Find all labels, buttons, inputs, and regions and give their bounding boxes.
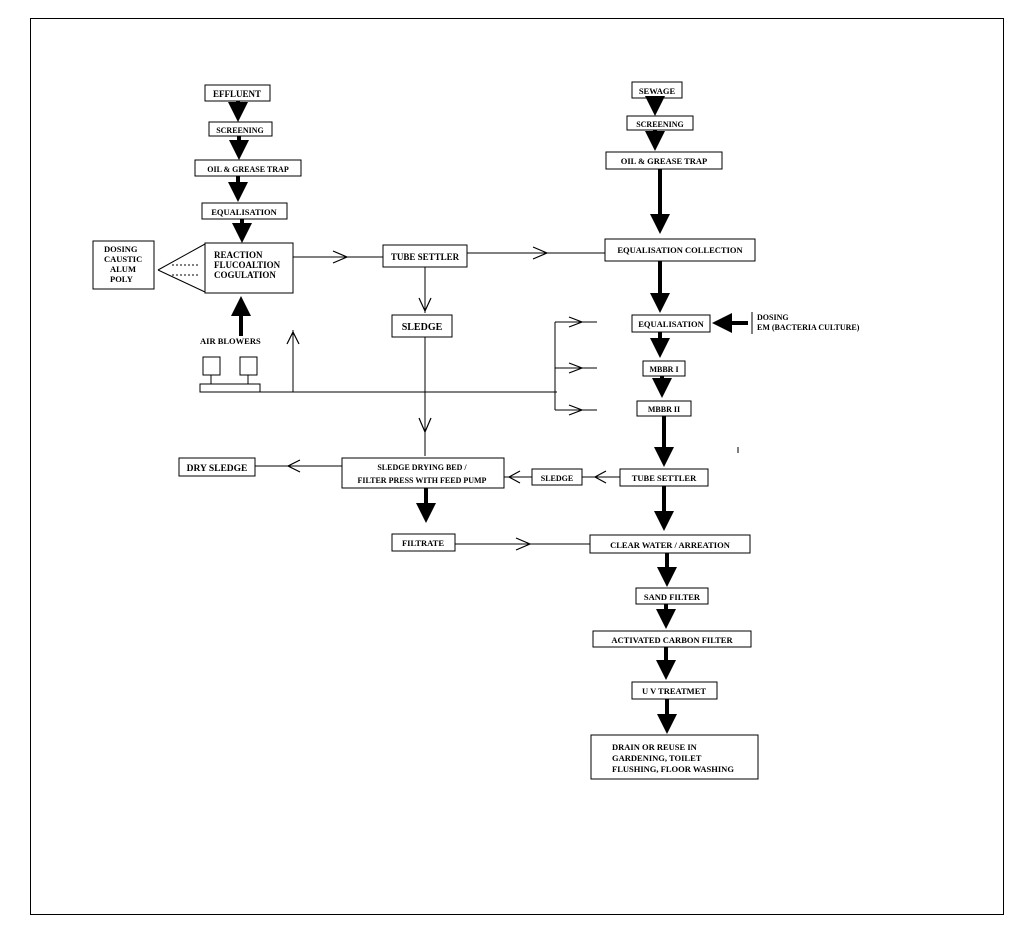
left-equalisation-label: EQUALISATION	[211, 207, 277, 217]
sledge-drying-line-1: SLEDGE DRYING BED /	[377, 463, 467, 472]
right-tube-settler-label: TUBE SETTLER	[632, 473, 697, 483]
reaction-line-3: COGULATION	[214, 270, 276, 280]
sledge-label: SLEDGE	[402, 322, 443, 333]
left-equalisation-box: EQUALISATION	[201, 202, 288, 220]
dosing-em-box: DOSING EM (BACTERIA CULTURE)	[751, 312, 860, 334]
dosing-em-line-2: EM (BACTERIA CULTURE)	[757, 323, 860, 332]
dosing-em-line-1: DOSING	[757, 313, 789, 322]
left-oil-grease-box: OIL & GREASE TRAP	[194, 159, 302, 177]
left-screening-box: SCREENING	[208, 121, 273, 137]
reaction-box: REACTION FLUCOALTION COGULATION	[204, 242, 294, 294]
mbbr2-label: MBBR II	[648, 405, 680, 414]
arrowhead-reaction-tubesettler	[332, 250, 349, 264]
dry-sledge-label: DRY SLEDGE	[187, 464, 248, 474]
arrowhead-filtrate-clearwater	[515, 537, 532, 551]
air-blower-units	[199, 356, 261, 393]
sewage-label: SEWAGE	[639, 86, 676, 96]
clear-water-label: CLEAR WATER / ARREATION	[610, 540, 731, 550]
drain-line-1: DRAIN OR REUSE IN	[612, 742, 698, 752]
arrowhead-tubesettler-eqcollection	[532, 246, 549, 260]
equalisation-collection-label: EQUALISATION COLLECTION	[617, 245, 743, 255]
arrowhead-tubesettler-sledge	[418, 297, 432, 313]
dosing-line-2: CAUSTIC	[104, 254, 142, 264]
right-screening-label: SCREENING	[636, 120, 684, 129]
uv-box: U V TREATMET	[631, 681, 718, 700]
dosing-line-4: POLY	[110, 274, 133, 284]
sewage-box: SEWAGE	[631, 81, 683, 99]
drain-line-2: GARDENING, TOILET	[612, 753, 702, 763]
left-screening-label: SCREENING	[216, 126, 264, 135]
drain-line-3: FLUSHING, FLOOR WASHING	[612, 764, 734, 774]
sand-filter-label: SAND FILTER	[644, 592, 701, 602]
arrowhead-drying-drysledge	[286, 459, 301, 473]
arrowhead-sledge-dryingbed	[418, 417, 432, 434]
arrowhead-smallsledge-drying	[507, 470, 521, 484]
reaction-line-2: FLUCOALTION	[214, 260, 281, 270]
right-screening-box: SCREENING	[626, 115, 694, 131]
sledge-drying-box: SLEDGE DRYING BED / FILTER PRESS WITH FE…	[341, 457, 505, 489]
right-tube-settler-box: TUBE SETTLER	[619, 468, 709, 487]
mbbr1-box: MBBR I	[642, 360, 686, 377]
filtrate-box: FILTRATE	[391, 533, 456, 552]
sand-filter-box: SAND FILTER	[635, 587, 709, 605]
dry-sledge-box: DRY SLEDGE	[178, 457, 256, 477]
dosing-line-1: DOSING	[104, 244, 138, 254]
carbon-filter-box: ACTIVATED CARBON FILTER	[592, 630, 752, 648]
air-blowers-label: AIR BLOWERS	[200, 336, 261, 346]
arrowhead-tubesettler-smallsledge	[593, 470, 607, 484]
right-oil-grease-box: OIL & GREASE TRAP	[605, 151, 723, 170]
dosing-line-3: ALUM	[110, 264, 136, 274]
reaction-line-1: REACTION	[214, 250, 263, 260]
right-oil-grease-label: OIL & GREASE TRAP	[621, 156, 708, 166]
right-equalisation-box: EQUALISATION	[631, 314, 711, 333]
dosing-box: DOSING CAUSTIC ALUM POLY	[92, 240, 155, 290]
left-oil-grease-label: OIL & GREASE TRAP	[207, 165, 289, 174]
diagram-frame	[30, 18, 1004, 915]
dosing-funnel	[157, 243, 206, 293]
sledge-box: SLEDGE	[391, 314, 453, 338]
air-distribution-line	[260, 316, 597, 416]
carbon-filter-label: ACTIVATED CARBON FILTER	[611, 635, 733, 645]
clear-water-box: CLEAR WATER / ARREATION	[589, 534, 751, 554]
filtrate-label: FILTRATE	[402, 538, 444, 548]
middle-tube-settler-box: TUBE SETTLER	[382, 244, 468, 268]
effluent-label: EFFLUENT	[213, 89, 261, 99]
mbbr2-box: MBBR II	[636, 400, 692, 417]
equalisation-collection-box: EQUALISATION COLLECTION	[604, 238, 756, 262]
mbbr1-label: MBBR I	[649, 365, 678, 374]
small-sledge-box: SLEDGE	[531, 468, 583, 486]
sledge-drying-line-2: FILTER PRESS WITH FEED PUMP	[358, 476, 487, 485]
middle-tube-settler-label: TUBE SETTLER	[391, 252, 460, 262]
effluent-box: EFFLUENT	[204, 84, 271, 102]
uv-label: U V TREATMET	[642, 686, 706, 696]
small-sledge-label: SLEDGE	[541, 474, 573, 483]
right-equalisation-label: EQUALISATION	[638, 319, 704, 329]
drain-box: DRAIN OR REUSE IN GARDENING, TOILET FLUS…	[590, 734, 759, 780]
